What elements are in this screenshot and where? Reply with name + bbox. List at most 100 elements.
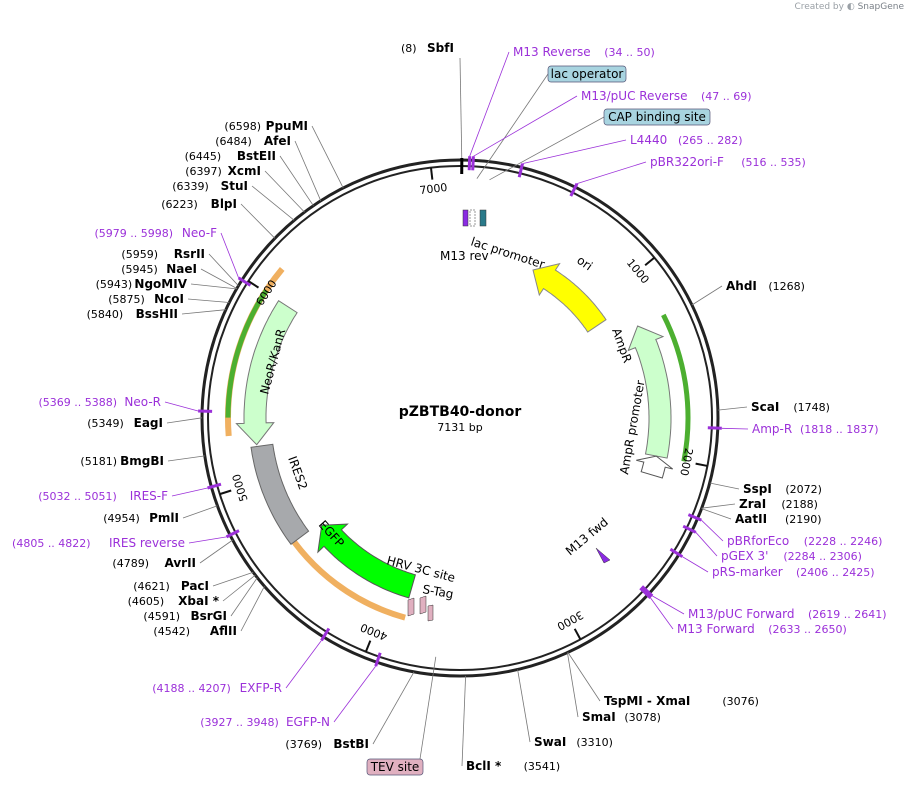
- primer-leader: [220, 232, 239, 279]
- primer-m13-puc-forward[interactable]: M13/pUC Forward(2619 .. 2641): [640, 585, 887, 621]
- enzyme-site-aatii[interactable]: AatII (2190): [735, 512, 822, 526]
- enzyme-site-naei[interactable]: NaeI(5945): [121, 262, 197, 276]
- enzyme-site-ngomiv[interactable]: NgoMIV(5943): [96, 277, 188, 291]
- primer-range: (2619 .. 2641): [808, 608, 887, 621]
- enzyme-name: AatII: [735, 512, 767, 526]
- enzyme-site-bsteii[interactable]: BstEII(6445): [185, 149, 276, 163]
- ampr-promoter-arrow[interactable]: [636, 455, 674, 479]
- m13-rev-marker: [462, 209, 469, 227]
- enzyme-site-pmli[interactable]: PmlI(4954): [103, 511, 179, 525]
- enzyme-site-ahdi[interactable]: AhdI(1268): [726, 279, 805, 293]
- enzyme-position: (2072): [785, 483, 822, 496]
- enzyme-position: (5945): [121, 263, 158, 276]
- primer-leader: [285, 640, 322, 689]
- enzyme-leader-avrii: [199, 539, 233, 564]
- enzyme-leader-xcmi: [264, 170, 305, 213]
- tick-mark-2000: [695, 462, 708, 467]
- enzyme-site-bsshii[interactable]: BssHII(5840): [87, 307, 178, 321]
- enzyme-site-bstbi[interactable]: BstBI(3769): [285, 737, 369, 751]
- enzyme-site-xbai[interactable]: XbaI *(4605): [128, 594, 220, 608]
- enzyme-site-paci[interactable]: PacI(4621): [133, 579, 209, 593]
- primer-amp-r[interactable]: Amp-R(1818 .. 1837): [707, 422, 879, 436]
- primer-range: (2406 .. 2425): [796, 566, 875, 579]
- m13-fwd-marker: [595, 547, 611, 564]
- cap-binding-site-callout[interactable]: CAP binding site: [603, 108, 711, 126]
- enzyme-site-scai[interactable]: ScaI(1748): [751, 400, 830, 414]
- primer-m13-puc-reverse[interactable]: M13/pUC Reverse(47 .. 69): [471, 89, 752, 171]
- neor-feature-arrow[interactable]: [235, 300, 298, 446]
- enzyme-leader-stui: [251, 185, 295, 221]
- primer-prs-marker[interactable]: pRS-marker(2406 .. 2425): [669, 547, 875, 579]
- primer-ires-reverse[interactable]: IRES reverse(4805 .. 4822): [12, 529, 240, 550]
- enzyme-site-bcli[interactable]: BclI *(3541): [466, 759, 560, 773]
- enzyme-site-sbfi[interactable]: (8)SbfI: [401, 41, 454, 55]
- ires2-feature-block[interactable]: [250, 443, 310, 546]
- primer-exfp-r[interactable]: EXFP-R(4188 .. 4207): [152, 627, 331, 696]
- enzyme-site-afei[interactable]: AfeI(6484): [215, 134, 291, 148]
- enzyme-position: (1748): [793, 401, 830, 414]
- egfp-feature-arrow[interactable]: [317, 523, 417, 599]
- primer-neo-r[interactable]: Neo-R(5369 .. 5388): [38, 395, 213, 413]
- primer-mark: [467, 156, 472, 171]
- primer-name: EXFP-R: [240, 681, 282, 695]
- enzyme-leader-blpi: [240, 203, 276, 239]
- enzyme-position: (2188): [781, 498, 818, 511]
- primer-pbrforeco[interactable]: pBRforEco(2228 .. 2246): [687, 513, 882, 548]
- enzyme-name: SspI: [743, 482, 772, 496]
- primer-neo-f[interactable]: Neo-F(5979 .. 5998): [94, 226, 252, 287]
- enzyme-site-eagi[interactable]: EagI(5349): [87, 416, 163, 430]
- cap-binding-site-leader: [489, 116, 605, 181]
- enzyme-leader-ahdi: [691, 285, 723, 306]
- plasmid-name: pZBTB40-donor: [399, 404, 522, 420]
- primer-range: (34 .. 50): [604, 46, 655, 59]
- primer-mark: [707, 426, 722, 430]
- primer-mark: [471, 156, 475, 171]
- enzyme-site-bmgbi[interactable]: BmgBI(5181): [80, 454, 164, 468]
- ori-feature-arrow[interactable]: [532, 262, 607, 333]
- enzyme-site-swai[interactable]: SwaI(3310): [534, 735, 613, 749]
- primer-leader: [652, 595, 685, 615]
- leader-lines: [166, 57, 748, 767]
- primer-ires-f[interactable]: IRES-F(5032 .. 5051): [38, 482, 222, 503]
- enzyme-site-bsrgi[interactable]: BsrGI(4591): [143, 609, 227, 623]
- primer-mark: [669, 547, 684, 558]
- enzyme-site-aflii[interactable]: AflII(4542): [153, 624, 237, 638]
- enzyme-site-avrii[interactable]: AvrII(4789): [112, 556, 196, 570]
- enzyme-leader-bcli: [461, 675, 466, 767]
- enzyme-position: (5943): [96, 278, 133, 291]
- tick-mark-6000: [247, 280, 260, 289]
- primer-l4440[interactable]: L4440(265 .. 282): [517, 133, 743, 178]
- primer-name: pGEX 3': [721, 549, 768, 563]
- primer-egfp-n[interactable]: EGFP-N(3927 .. 3948): [200, 652, 382, 729]
- enzyme-site-zrai[interactable]: ZraI(2188): [739, 497, 818, 511]
- enzyme-site-smai[interactable]: SmaI(3078): [582, 710, 661, 724]
- enzyme-site-rsrii[interactable]: RsrII(5959): [121, 247, 205, 261]
- primer-leader: [522, 139, 627, 164]
- enzyme-leader-xbai: [222, 574, 256, 602]
- lac-operator-marker: [469, 209, 476, 227]
- enzyme-leader-bsshii: [181, 309, 226, 315]
- primer-range: (5369 .. 5388): [38, 396, 117, 409]
- enzyme-site-ppumi[interactable]: PpuMI(6598): [224, 119, 308, 133]
- enzyme-site-tspmi-xmai[interactable]: TspMI - XmaI(3076): [604, 694, 759, 708]
- enzyme-position: (2190): [785, 513, 822, 526]
- primer-range: (1818 .. 1837): [800, 423, 879, 436]
- hrv-3c-marker: [407, 597, 415, 617]
- primer-m13-forward[interactable]: M13 Forward(2633 .. 2650): [639, 587, 847, 636]
- primer-pgex-3[interactable]: pGEX 3'(2284 .. 2306): [682, 524, 862, 563]
- enzyme-leader-bstbi: [372, 671, 415, 745]
- enzyme-site-xcmi[interactable]: XcmI(6397): [185, 164, 261, 178]
- primer-m13-reverse[interactable]: M13 Reverse(34 .. 50): [467, 45, 655, 171]
- enzyme-site-blpi[interactable]: BlpI(6223): [161, 197, 237, 211]
- snapgene-credit: Created by ◐ SnapGene: [794, 2, 904, 12]
- primer-range: (5032 .. 5051): [38, 490, 117, 503]
- enzyme-site-sspi[interactable]: SspI (2072): [743, 482, 822, 496]
- tev-site-callout[interactable]: TEV site: [366, 758, 424, 776]
- neo-green-band: [225, 288, 269, 418]
- lac-operator-callout[interactable]: lac operator: [547, 65, 627, 83]
- enzyme-site-stui[interactable]: StuI(6339): [172, 179, 248, 193]
- primer-leader: [721, 427, 749, 430]
- enzyme-site-ncoi[interactable]: NcoI(5875): [108, 292, 184, 306]
- primer-pbr322ori-f[interactable]: pBR322ori-F(516 .. 535): [569, 155, 806, 197]
- primer-name: L4440: [630, 133, 667, 147]
